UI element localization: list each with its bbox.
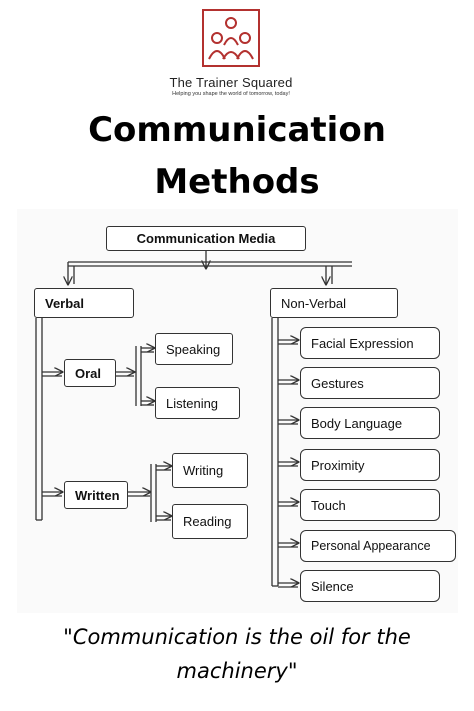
body-language-node: Body Language <box>300 407 440 439</box>
writing-node: Writing <box>172 453 248 488</box>
brand-tagline: Helping you shape the world of tomorrow,… <box>172 91 290 97</box>
verbal-node: Verbal <box>34 288 134 318</box>
written-node: Written <box>64 481 128 509</box>
facial-expression-node: Facial Expression <box>300 327 440 359</box>
silence-node: Silence <box>300 570 440 602</box>
listening-node: Listening <box>155 387 240 419</box>
root-node: Communication Media <box>106 226 306 251</box>
non-verbal-node: Non-Verbal <box>270 288 398 318</box>
quote-line-1: "Communication is the oil for the <box>63 625 411 649</box>
page-title-line-1: Communication <box>88 110 386 150</box>
three-people-icon <box>208 17 254 60</box>
proximity-node: Proximity <box>300 449 440 481</box>
personal-appearance-node: Personal Appearance <box>300 530 456 562</box>
brand-logo <box>202 9 260 67</box>
page-title-line-2: Methods <box>154 162 320 202</box>
quote-line-2: machinery" <box>176 659 298 683</box>
speaking-node: Speaking <box>155 333 233 365</box>
touch-node: Touch <box>300 489 440 521</box>
gestures-node: Gestures <box>300 367 440 399</box>
oral-node: Oral <box>64 359 116 387</box>
reading-node: Reading <box>172 504 248 539</box>
brand-name: The Trainer Squared <box>169 75 293 90</box>
